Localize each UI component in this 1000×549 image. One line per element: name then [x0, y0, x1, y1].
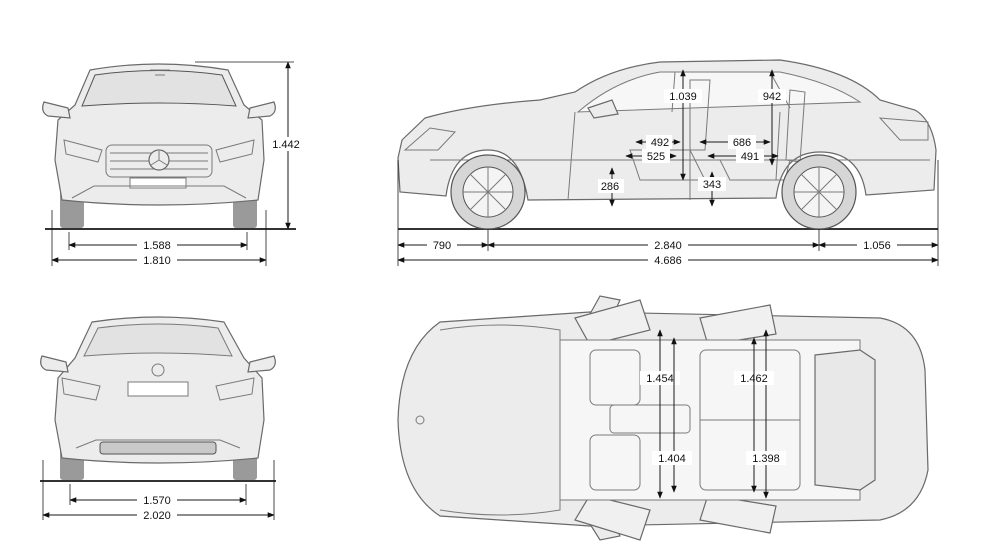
rear-headroom-label: 942: [763, 91, 781, 103]
width-with-mirrors-label: 2.020: [143, 510, 171, 522]
rear-legroom-a-label: 686: [733, 137, 751, 149]
top-view: 1.454 1.404 1.462 1.398: [397, 295, 929, 541]
rear-hip-width-label: 1.398: [752, 453, 780, 465]
rear-legroom-b-label: 491: [741, 151, 759, 163]
length-label: 4.686: [654, 255, 682, 267]
rear-seat-height-label: 343: [703, 179, 721, 191]
front-hip-width-label: 1.404: [658, 453, 686, 465]
front-legroom-a-label: 492: [651, 137, 669, 149]
rear-view: 1.570 2.020: [40, 316, 276, 522]
rear-track-label: 1.570: [143, 495, 171, 507]
side-view: 790 2.840 1.056 4.686 1.039 942 492 525 …: [397, 59, 939, 267]
front-track-label: 1.588: [143, 240, 171, 252]
wheelbase-label: 2.840: [654, 240, 682, 252]
front-legroom-b-label: 525: [647, 151, 665, 163]
front-shoulder-width-label: 1.454: [646, 373, 674, 385]
height-label: 1.442: [272, 139, 300, 151]
rear-overhang-label: 1.056: [863, 240, 891, 252]
front-headroom-label: 1.039: [669, 91, 697, 103]
front-seat-height-label: 286: [601, 181, 619, 193]
front-width-label: 1.810: [143, 255, 171, 267]
front-overhang-label: 790: [433, 240, 451, 252]
front-view: 1.588 1.810 1.442: [42, 61, 304, 267]
